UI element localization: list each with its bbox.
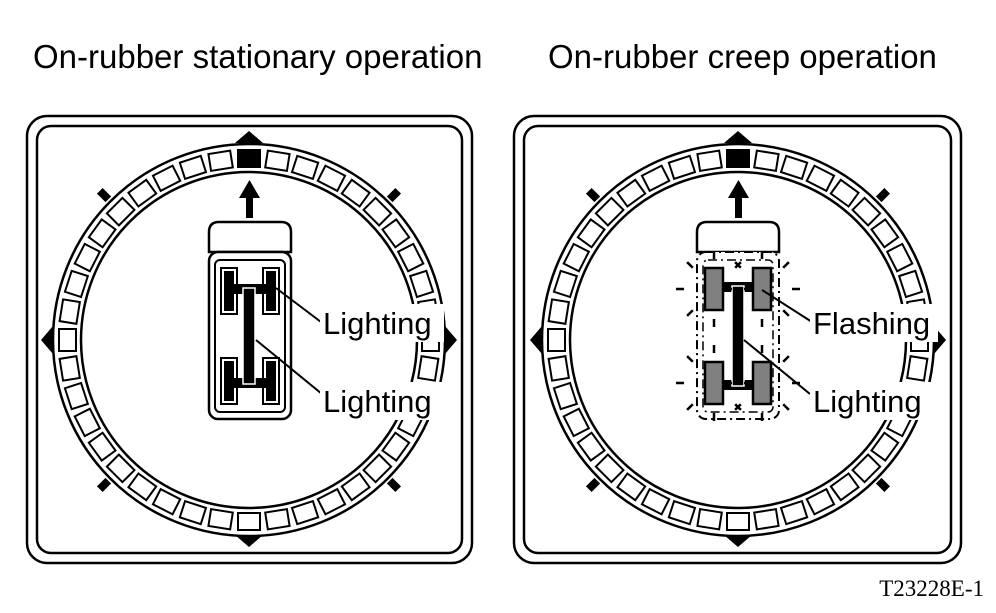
ring-segment [779, 500, 809, 526]
ring-segment [63, 269, 89, 299]
left-outer-frame [25, 114, 474, 565]
left-active-segment [238, 150, 260, 167]
ring-segment [726, 512, 750, 531]
left-diagonal-ticks [96, 187, 402, 493]
right-leader-upper [761, 289, 813, 323]
left-panel-title: On-rubber stationary operation [33, 38, 483, 75]
ring-segment [552, 269, 578, 299]
right-forward-arrow-icon [728, 180, 749, 218]
left-pointer-left [41, 326, 53, 354]
right-inner-frame [522, 124, 953, 555]
right-diagonal-ticks [585, 187, 891, 493]
ring-segment [667, 500, 697, 526]
flash-ray [782, 355, 790, 363]
right-callout-lower: Lighting [813, 384, 922, 419]
left-indicator-ring [41, 131, 457, 547]
ring-segment [547, 355, 570, 382]
ring-segment [562, 407, 590, 438]
left-callout-lower: Lighting [323, 384, 432, 419]
ring-segment [753, 508, 780, 531]
flash-ray [734, 261, 742, 269]
flash-ray [686, 261, 694, 269]
ring-segment [552, 381, 578, 411]
right-wheels-flashing [703, 266, 773, 406]
left-pointer-bottom [235, 535, 263, 547]
left-forward-arrow-icon [239, 180, 260, 218]
flash-ray [782, 309, 790, 317]
ring-segment [178, 154, 208, 180]
ring-segment [63, 381, 89, 411]
left-machine-icon [207, 220, 293, 421]
ring-segment [73, 242, 101, 273]
figure-code: T23228E-1 [879, 576, 984, 601]
ring-segment [805, 164, 836, 192]
ring-segment [898, 269, 924, 299]
right-leader-lower [743, 339, 811, 395]
ring-segment [753, 149, 780, 172]
ring-segment [906, 355, 929, 382]
left-callout-upper: Lighting [323, 306, 432, 341]
ring-segment [696, 508, 723, 531]
flash-ray [686, 309, 694, 317]
ring-segment [264, 508, 291, 531]
left-pointer-top [235, 131, 263, 143]
ring-segment [547, 328, 566, 352]
right-machine-icon [676, 220, 800, 421]
ring-segment [290, 500, 320, 526]
left-leader-upper [275, 287, 322, 323]
ring-segment [151, 488, 182, 516]
left-axle-frame-lit [220, 267, 280, 405]
ring-segment [417, 355, 440, 382]
ring-segment [73, 407, 101, 438]
ring-segment [290, 154, 320, 180]
ring-segment [151, 164, 182, 192]
ring-segment [667, 154, 697, 180]
flash-ray [686, 403, 694, 411]
flash-ray [782, 261, 790, 269]
flash-ray [734, 309, 742, 317]
left-pointer-right [445, 326, 457, 354]
flash-ray [686, 355, 694, 363]
ring-segment [805, 488, 836, 516]
ring-segment [316, 488, 347, 516]
ring-segment [237, 512, 261, 531]
right-flash-rays [676, 251, 800, 421]
left-leader-lower [255, 339, 323, 395]
right-panel-title: On-rubber creep operation [548, 38, 937, 75]
right-active-segment [727, 150, 749, 167]
ring-segment [886, 242, 914, 273]
ring-segment [696, 149, 723, 172]
flash-ray [734, 355, 742, 363]
ring-segment [547, 298, 570, 325]
ring-segment [264, 149, 291, 172]
right-pointer-left [530, 326, 542, 354]
ring-segment [58, 355, 81, 382]
right-callout-upper: Flashing [813, 306, 930, 341]
left-display-panel: Lighting Lighting [25, 114, 474, 565]
right-display-panel: Flashing Lighting [512, 114, 963, 565]
ring-segment [397, 242, 425, 273]
ring-segment [58, 328, 77, 352]
ring-segment [640, 164, 671, 192]
right-pointer-bottom [724, 535, 752, 547]
ring-segment [178, 500, 208, 526]
ring-segment [207, 508, 234, 531]
right-outer-frame [512, 114, 963, 565]
left-inner-frame [35, 124, 464, 555]
ring-segment [640, 488, 671, 516]
ring-segment [316, 164, 347, 192]
ring-segment [779, 154, 809, 180]
ring-segment [409, 269, 435, 299]
ring-segment [207, 149, 234, 172]
ring-segment [562, 242, 590, 273]
flash-ray [734, 403, 742, 411]
ring-segment [58, 298, 81, 325]
right-pointer-top [724, 131, 752, 143]
flash-ray [782, 403, 790, 411]
